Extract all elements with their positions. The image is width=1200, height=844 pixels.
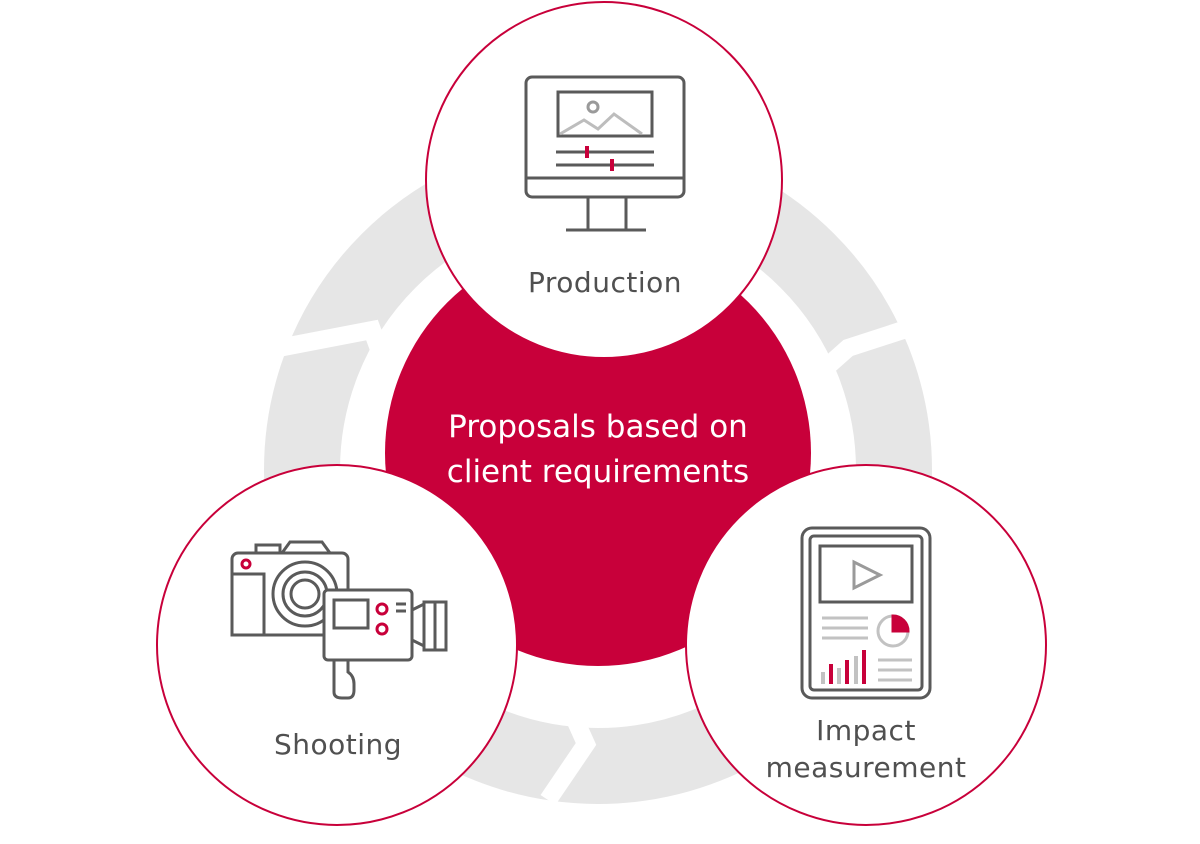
impact-label: Impact measurement xyxy=(716,712,1016,786)
production-node xyxy=(425,1,783,359)
center-label-line2: client requirements xyxy=(446,454,750,490)
camera-icon xyxy=(230,540,448,700)
monitor-icon xyxy=(524,75,686,232)
center-label-line1: Proposals based on xyxy=(448,409,748,445)
report-tablet-icon xyxy=(800,526,932,700)
shooting-label: Shooting xyxy=(273,728,403,761)
impact-label-line1: Impact xyxy=(816,714,916,747)
impact-label-line2: measurement xyxy=(765,751,967,784)
impact-node xyxy=(685,464,1047,826)
production-label: Production xyxy=(528,266,682,299)
shooting-node xyxy=(156,464,518,826)
center-label: Proposals based on client requirements xyxy=(400,405,796,495)
cycle-arrow-bottom xyxy=(540,682,597,806)
cycle-arrow-right xyxy=(806,311,937,387)
